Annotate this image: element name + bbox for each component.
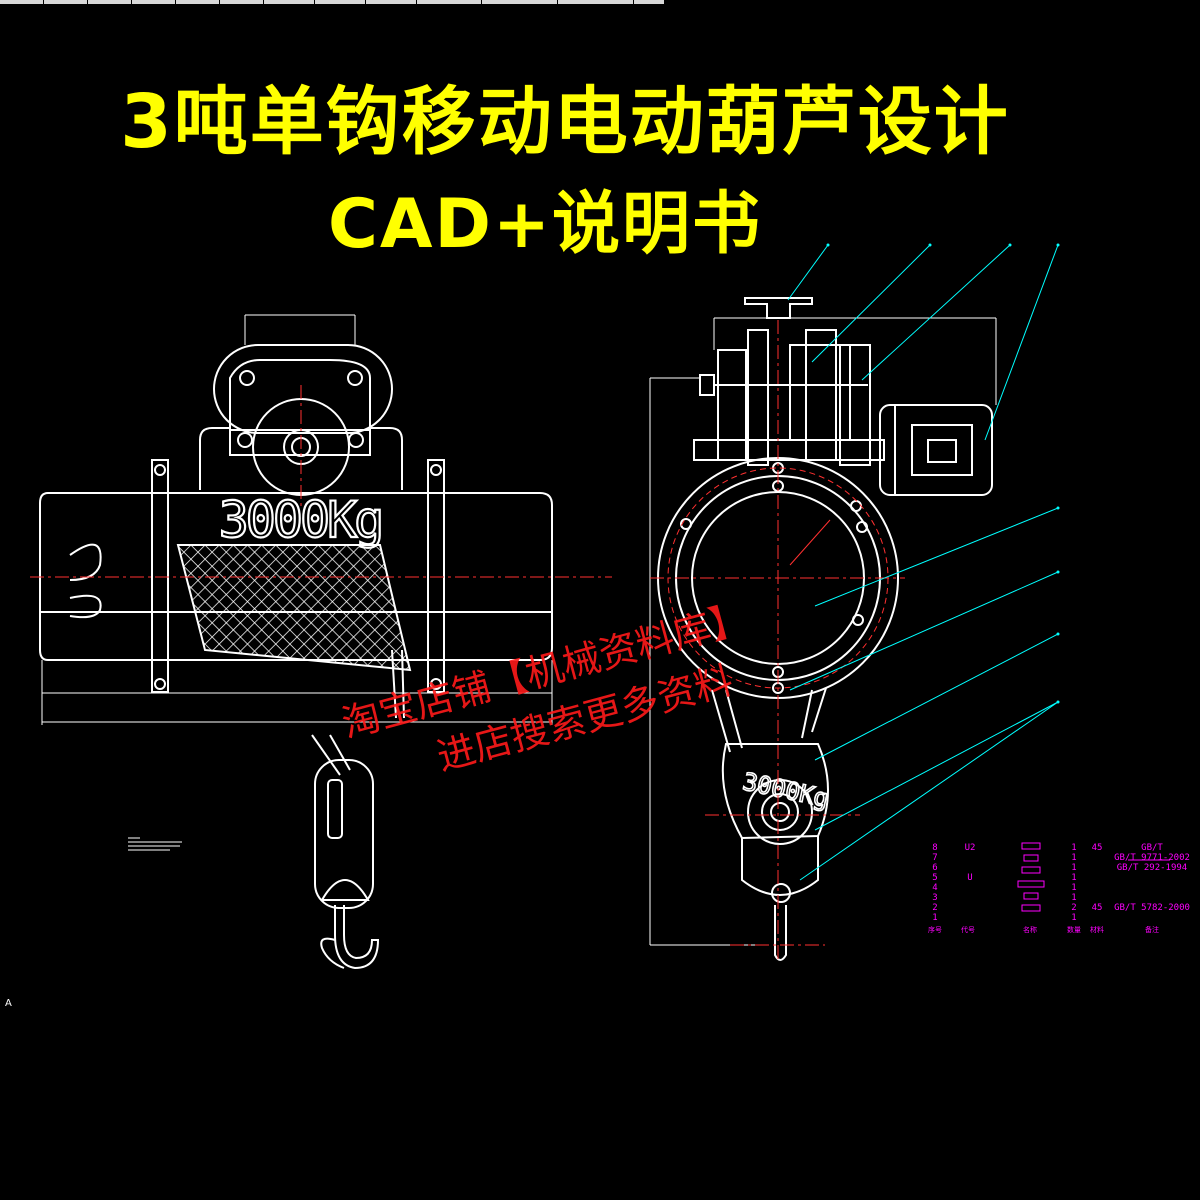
front-centerlines: [30, 385, 612, 578]
left-endplate: [151, 459, 169, 693]
side-hook-icon: [774, 905, 787, 961]
bom-cell-qty: 1: [1071, 913, 1076, 923]
bom-cell-no: 8: [932, 843, 937, 853]
bom-cell-no: 4: [932, 883, 937, 893]
bom-cell-qty: 2: [1071, 903, 1076, 913]
bom-header: 数量: [1067, 925, 1081, 934]
front-view: [39, 314, 553, 970]
title-line-2: CAD+说明书: [328, 185, 762, 264]
drum-housing: [39, 492, 553, 661]
hook-icon: [334, 905, 380, 970]
rope-drum: [176, 544, 412, 672]
bom-header: 代号: [961, 925, 975, 934]
drum-label: 3000Kg: [219, 491, 382, 549]
side-centerlines: [650, 320, 905, 960]
bom-cell-qty: 1: [1071, 883, 1076, 893]
bom-cell-no: 1: [932, 913, 937, 923]
bom-cell-qty: 1: [1071, 893, 1076, 903]
bom-cell-mat: 45: [1092, 843, 1103, 853]
hook-block: [314, 759, 374, 909]
bom-cell-qty: 1: [1071, 853, 1076, 863]
bom-cell-qty: 1: [1071, 873, 1076, 883]
bom-header: 材料: [1090, 925, 1104, 934]
bom-header: 备注: [1145, 925, 1159, 934]
bom-cell-std: GB/T 5782-2000: [1114, 903, 1190, 913]
bom-cell-std: GB/T: [1141, 843, 1163, 853]
leader-lines: [787, 244, 1059, 881]
bom-cell-std: GB/T 292-1994: [1117, 863, 1187, 873]
right-endplate: [427, 459, 445, 693]
bom-cell-no: 6: [932, 863, 937, 873]
bom-cell-qty: 1: [1071, 863, 1076, 873]
corner-mark: A: [5, 998, 12, 1009]
notes-block: [128, 837, 182, 851]
bom-cell-mat: 45: [1092, 903, 1103, 913]
bom-cell-no: 7: [932, 853, 937, 863]
bom-cell-code: U2: [965, 843, 976, 853]
handwheel: [744, 297, 813, 319]
bom-cell-code: U: [967, 873, 972, 883]
bom-cell-no: 2: [932, 903, 937, 913]
trolley-wheels: [213, 344, 393, 434]
toolbar-strip: [0, 0, 1200, 4]
pulley-block: [721, 743, 829, 840]
trolley-frame: [229, 359, 371, 431]
bom-cell-std: GB/T 9771-2002: [1114, 853, 1190, 863]
bom-cell-no: 3: [932, 893, 937, 903]
title-line-1: 3吨单钩移动电动葫芦设计: [120, 79, 1010, 165]
bom-cell-no: 5: [932, 873, 937, 883]
motor: [879, 404, 993, 496]
bom-header: 序号: [928, 925, 942, 934]
bom-header: 名称: [1023, 925, 1037, 934]
bom-cell-qty: 1: [1071, 843, 1076, 853]
